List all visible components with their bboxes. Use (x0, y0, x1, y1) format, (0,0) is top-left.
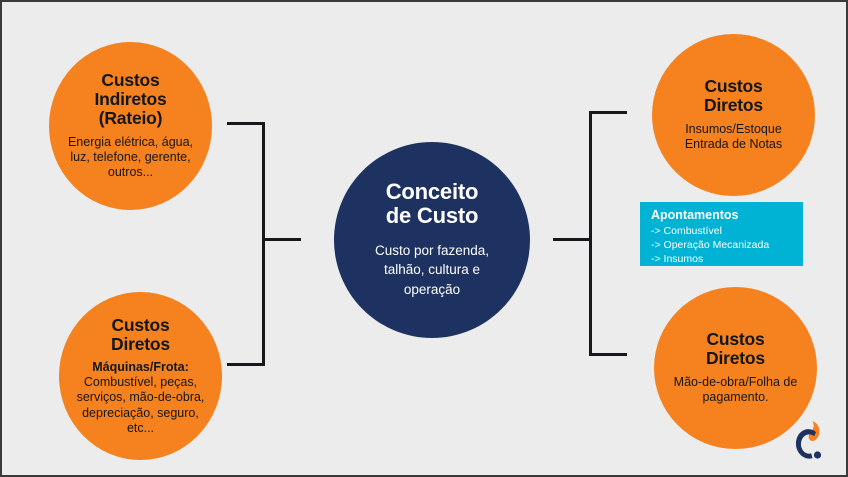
center-title-line1: Conceito (385, 179, 479, 205)
center-title: Conceito de Custo (386, 180, 479, 228)
center-sub-line3: operação (403, 282, 461, 298)
node-indiretos-sub-line1: Energia elétrica, água, (67, 134, 194, 149)
node-custos-diretos-insumos: Custos Diretos Insumos/Estoque Entrada d… (652, 34, 815, 196)
node-indiretos-title-line3: (Rateio) (98, 108, 163, 129)
node-maquinas-title-line2: Diretos (111, 333, 170, 354)
apontamentos-list: -> Combustível -> Operação Mecanizada ->… (651, 225, 794, 267)
node-insumos-sub-line2: Entrada de Notas (684, 137, 783, 152)
node-maodeobra-subtitle: Mão-de-obra/Folha de pagamento. (674, 375, 798, 406)
node-indiretos-sub-line2: luz, telefone, gerente, (70, 150, 191, 165)
node-insumos-subtitle: Insumos/Estoque Entrada de Notas (685, 122, 782, 153)
node-insumos-title-line1: Custos (704, 76, 763, 97)
node-indiretos-sub-line3: outros... (107, 165, 154, 180)
logo-dot (813, 451, 822, 459)
node-maquinas-sub-line1: Combustível, peças, (83, 375, 198, 390)
node-maquinas-sub-strong: Máquinas/Frota: (92, 359, 189, 374)
node-indiretos-title-line2: Indiretos (94, 89, 167, 110)
node-maquinas-subtitle: Máquinas/Frota: Combustível, peças, serv… (77, 360, 205, 436)
node-indiretos-subtitle: Energia elétrica, água, luz, telefone, g… (68, 135, 193, 181)
node-maodeobra-sub-line1: Mão-de-obra/Folha de (673, 375, 798, 390)
node-maodeobra-sub-line2: pagamento. (702, 390, 769, 405)
node-maquinas-title: Custos Diretos (111, 316, 170, 354)
center-sub-line2: talhão, cultura e (383, 262, 481, 278)
apontamentos-title: Apontamentos (651, 208, 739, 222)
apontamentos-item-insumos: -> Insumos (651, 252, 704, 265)
node-insumos-title: Custos Diretos (704, 77, 763, 115)
node-maquinas-sub-line3: depreciação, seguro, (82, 405, 199, 420)
node-insumos-sub-line1: Insumos/Estoque (685, 122, 782, 137)
apontamentos-callout: Apontamentos -> Combustível -> Operação … (640, 202, 803, 266)
bracket-left (227, 122, 265, 366)
apontamentos-item-operacao-mecanizada: -> Operação Mecanizada (651, 238, 770, 251)
node-maodeobra-title: Custos Diretos (706, 330, 765, 368)
node-custos-diretos-mao-de-obra: Custos Diretos Mão-de-obra/Folha de paga… (654, 287, 817, 449)
node-maquinas-sub-line4: etc... (126, 420, 155, 435)
node-insumos-title-line2: Diretos (704, 95, 763, 116)
node-indiretos-title: Custos Indiretos (Rateio) (94, 71, 166, 128)
center-title-line2: de Custo (385, 203, 479, 229)
bracket-right (589, 111, 627, 356)
center-sub-line1: Custo por fazenda, (374, 242, 490, 258)
node-conceito-de-custo: Conceito de Custo Custo por fazenda, tal… (334, 142, 530, 338)
node-maquinas-sub-line2: serviços, mão-de-obra, (76, 390, 205, 405)
center-subtitle: Custo por fazenda, talhão, cultura e ope… (375, 241, 489, 300)
c-flame-logo-icon (795, 421, 822, 459)
node-custos-indiretos: Custos Indiretos (Rateio) Energia elétri… (49, 42, 212, 210)
bracket-right-stub (553, 238, 591, 241)
node-indiretos-title-line1: Custos (101, 70, 160, 91)
bracket-left-stub (264, 238, 301, 241)
node-maodeobra-title-line2: Diretos (706, 348, 765, 369)
node-maodeobra-title-line1: Custos (706, 329, 765, 350)
logo-c-mark (795, 429, 816, 459)
node-custos-diretos-maquinas: Custos Diretos Máquinas/Frota: Combustív… (59, 292, 222, 460)
node-maquinas-title-line1: Custos (111, 314, 170, 335)
apontamentos-item-combustivel: -> Combustível (651, 225, 722, 237)
